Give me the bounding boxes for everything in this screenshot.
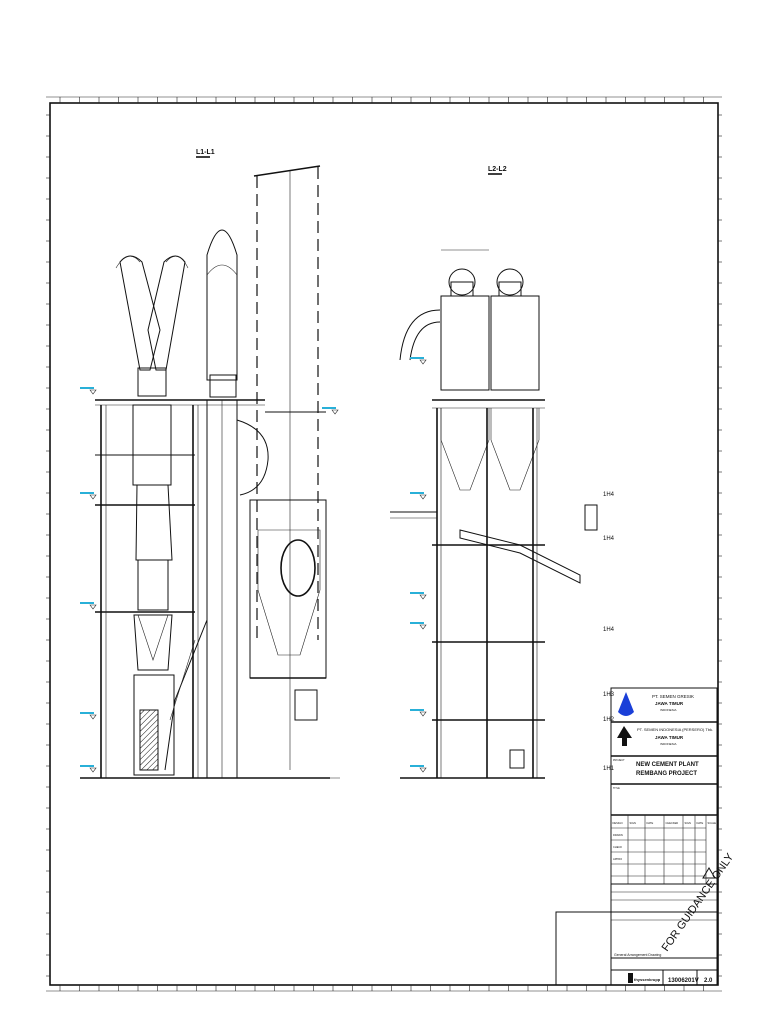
elevation-arrow-icon: [89, 714, 97, 720]
elevation-arrow-icon: [89, 767, 97, 773]
project-label: PROJECT: [613, 759, 625, 762]
section-title-left: L1-L1: [196, 149, 215, 156]
owner2-region: JAWA TIMUR: [655, 735, 684, 740]
project-name-line2: REMBANG PROJECT: [636, 771, 697, 777]
title-label: TITLE: [613, 787, 620, 790]
sign-row-label: CHECK: [613, 845, 622, 849]
title-block: PT. SEMEN GRESIK JAWA TIMUR INDONESIA PT…: [555, 687, 737, 986]
elevation-tag: [80, 602, 94, 604]
elevation-tag: [80, 765, 94, 767]
level-marker: 1H1: [603, 766, 615, 772]
elevation-l1: [80, 165, 340, 779]
sign-header: SCALE: [708, 821, 717, 825]
sign-header: DATE: [647, 821, 654, 825]
owner2-country: INDONESIA: [660, 742, 677, 746]
level-marker: 1H2: [603, 717, 615, 723]
sign-row-label: APPRO: [613, 857, 622, 861]
elevation-arrow-icon: [89, 494, 97, 500]
elevation-tag: [410, 357, 424, 359]
elevation-arrow-icon: [419, 594, 427, 600]
semen-indonesia-logo: [617, 726, 632, 746]
elevation-arrow-icon: [331, 409, 339, 415]
section-title-right: L2-L2: [488, 166, 507, 173]
level-marker: 1H4: [603, 492, 615, 498]
sign-header: SIGN: [630, 821, 636, 825]
revision-triangle-icon: [702, 867, 716, 879]
elevation-arrow-icon: [419, 767, 427, 773]
level-marker: 1H3: [603, 692, 615, 698]
sign-header: DESIGN: [613, 821, 623, 825]
owner2-name: PT. SEMEN INDONESIA (PERSERO) Tbk.: [637, 727, 713, 732]
level-markers: 1H4 1H4 1H4 1H3 1H2 1H1: [603, 492, 615, 772]
elevation-arrow-icon: [89, 604, 97, 610]
owner1-region: JAWA TIMUR: [655, 701, 684, 706]
owner1-name: PT. SEMEN GRESIK: [652, 694, 694, 699]
elevation-tag: [410, 622, 424, 624]
vendor-logo: thyssenkrupp: [634, 977, 661, 982]
owner1-country: INDONESIA: [660, 708, 677, 712]
elevation-tag: [410, 492, 424, 494]
sign-row-label: DRAWN: [613, 833, 623, 837]
sheet-frame: [46, 96, 722, 992]
elevation-arrow-icon: [419, 624, 427, 630]
semen-gresik-logo: [618, 692, 634, 716]
elevation-l2: [390, 249, 598, 779]
elevation-tag: [80, 712, 94, 714]
drawing-number: 13006201V: [668, 978, 699, 984]
elevation-tag: [80, 492, 94, 494]
elevation-tag: [80, 387, 94, 389]
elevation-arrow-icon: [419, 359, 427, 365]
elevation-tag: [322, 407, 336, 409]
sign-header: SIGN: [685, 821, 691, 825]
elevation-arrow-icon: [419, 494, 427, 500]
sign-header: CHECKED: [666, 821, 679, 825]
guidance-stamp: FOR GUIDANCE ONLY: [660, 851, 737, 954]
elevation-arrow-icon: [89, 389, 97, 395]
drawing-title: General Arrangement Drawing: [614, 953, 661, 957]
level-marker: 1H4: [603, 627, 615, 633]
elevation-tag: [410, 765, 424, 767]
project-name-line1: NEW CEMENT PLANT: [636, 762, 699, 768]
elevation-arrow-icon: [419, 711, 427, 717]
elevation-tag: [410, 709, 424, 711]
revision-number: 2.0: [704, 978, 713, 984]
elevation-tag: [410, 592, 424, 594]
level-marker: 1H4: [603, 536, 615, 542]
sign-header: DATE: [697, 821, 704, 825]
